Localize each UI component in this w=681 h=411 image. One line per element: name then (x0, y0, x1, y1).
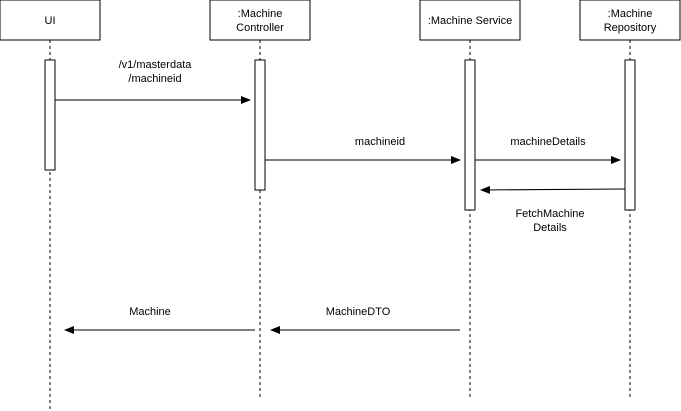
message-label-masterdata-line1: /v1/masterdata (119, 59, 193, 71)
activation-bar-controller (254, 59, 266, 191)
message-masterdata-request: /v1/masterdata /machineid (55, 59, 251, 104)
message-label-fetch-line1: FetchMachine (515, 208, 584, 220)
participant-ui-label: UI (45, 15, 56, 27)
message-arrow-fetch-machine-details (480, 185, 626, 194)
message-machine-details: machineDetails (475, 136, 621, 164)
participant-repository-label-line2: Repository (604, 22, 657, 34)
message-label-masterdata-line2: /machineid (128, 73, 181, 85)
message-label-fetch-line2: Details (533, 222, 567, 234)
message-machineid: machineid (265, 136, 461, 164)
activation-bar-ui (44, 59, 56, 171)
activation-bar-repository (624, 59, 636, 211)
activation-bar-service (464, 59, 476, 211)
message-label-machine: Machine (129, 306, 171, 318)
participant-machine-service: :Machine Service (419, 0, 521, 41)
participant-service-label: :Machine Service (428, 15, 512, 27)
participant-controller-label-line1: :Machine (238, 8, 283, 20)
message-label-machineid: machineid (355, 136, 405, 148)
participant-repository-label-line1: :Machine (608, 8, 653, 20)
message-machine: Machine (64, 306, 255, 334)
message-label-machine-details: machineDetails (510, 136, 586, 148)
message-label-machine-dto: MachineDTO (326, 306, 391, 318)
participant-machine-repository: :Machine Repository (579, 0, 681, 41)
message-machine-dto: MachineDTO (270, 306, 460, 334)
participant-ui: UI (0, 0, 101, 41)
participant-controller-label-line2: Controller (236, 22, 284, 34)
message-fetch-machine-details: FetchMachine Details (480, 185, 626, 234)
participant-machine-controller: :Machine Controller (209, 0, 311, 41)
